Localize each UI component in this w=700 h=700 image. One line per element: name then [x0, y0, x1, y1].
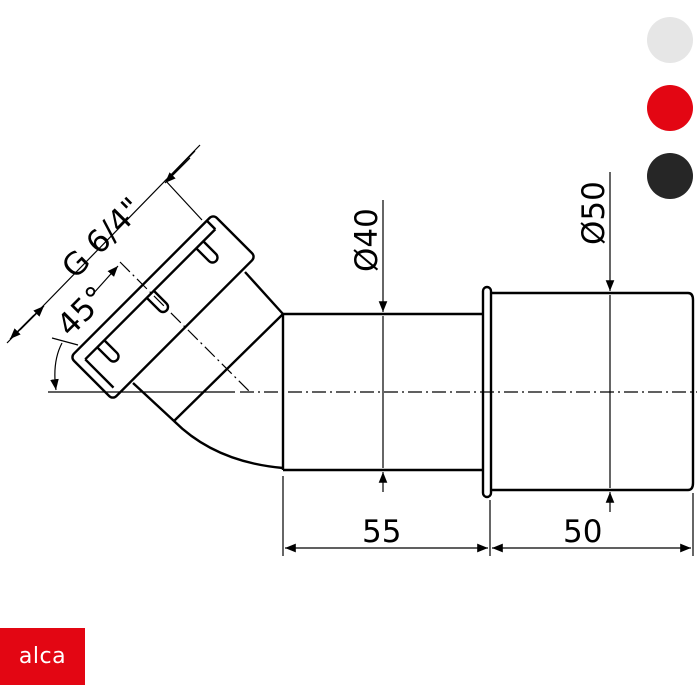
socket-50 — [491, 291, 695, 492]
alca-logo: alca — [0, 628, 85, 685]
pipe-40 — [283, 312, 484, 472]
diameter-40-dimension: Ø40 — [349, 200, 388, 492]
elbow-body — [132, 271, 285, 470]
diameter-50-dimension: Ø50 — [576, 172, 615, 512]
length-55-label: 55 — [362, 514, 401, 550]
length-50-label: 50 — [563, 514, 602, 550]
length-dimensions: 55 50 — [282, 476, 694, 556]
diameter-50-label: Ø50 — [576, 181, 612, 245]
diameter-40-label: Ø40 — [349, 208, 385, 272]
color-swatch-black[interactable] — [647, 153, 693, 199]
threaded-nut — [71, 215, 255, 399]
color-swatch-red[interactable] — [647, 85, 693, 131]
color-swatch-white[interactable] — [647, 17, 693, 63]
thread-label: G 6/4" — [55, 191, 150, 286]
flange — [481, 285, 493, 499]
logo-text: alca — [18, 644, 67, 669]
